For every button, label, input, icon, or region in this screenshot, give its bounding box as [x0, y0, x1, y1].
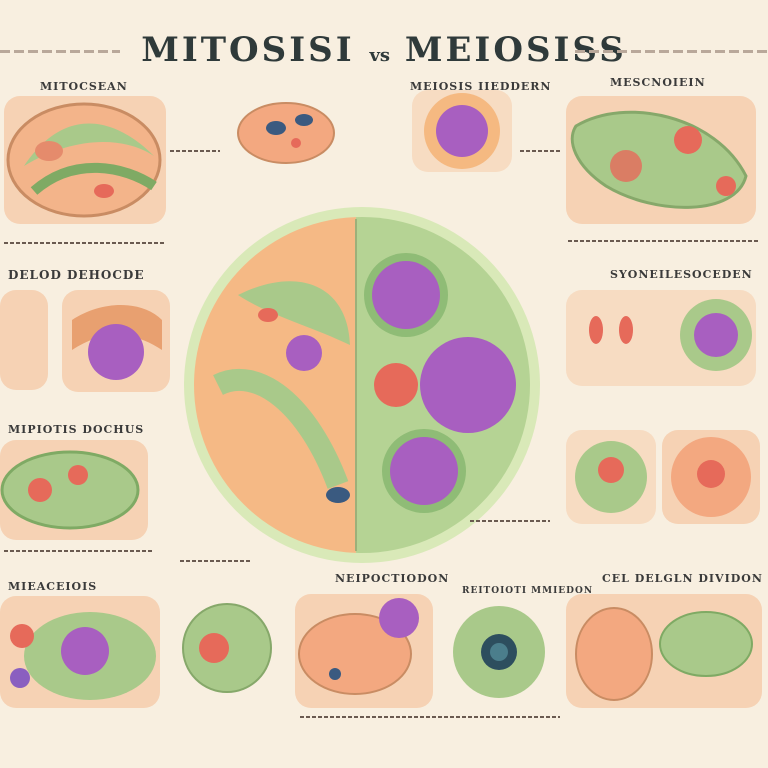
bottom-left-cell-illustration	[10, 612, 156, 700]
section-heading-mid-left: DELOD DEHOCDE	[8, 268, 145, 282]
panel-edge-cell	[0, 290, 48, 390]
panel-bottom-right-cells	[566, 594, 762, 708]
mitosis-cell-illustration	[6, 102, 162, 218]
bottom-eye-cell-illustration	[453, 606, 545, 698]
section-heading-mid-right: SYONEILESOCEDEN	[610, 268, 753, 281]
panel-bottom-eye-cell	[447, 600, 557, 704]
panel-spindle-cells	[566, 290, 756, 386]
caption-line	[4, 550, 152, 552]
panel-bottom-left-cell	[0, 596, 160, 708]
bottom-green-cell-illustration	[182, 603, 272, 693]
title-rule-right	[575, 50, 768, 53]
caption-line	[4, 242, 164, 244]
title-left: MITOSISI	[141, 30, 355, 70]
caption-line	[170, 150, 220, 152]
section-heading-top-left: MITOCSEAN	[40, 80, 128, 93]
purple-cell-left-illustration	[72, 305, 162, 380]
panel-green-cell	[0, 440, 148, 540]
green-nucleus-cell-illustration	[575, 441, 647, 513]
title-vs: vs	[369, 45, 391, 66]
section-heading-top-mid: MEIOSIS IIEDDERN	[410, 80, 552, 93]
central-cell	[178, 205, 560, 565]
title-rule-left	[0, 50, 120, 53]
caption-line	[180, 560, 250, 562]
section-heading-top-right: MESCNOIEIN	[610, 76, 706, 89]
caption-line	[520, 150, 560, 152]
panel-bottom-mid-cell	[295, 594, 433, 708]
green-cell-illustration	[0, 450, 140, 530]
caption-line	[470, 520, 550, 522]
panel-purple-cell	[412, 90, 512, 172]
panel-green-nucleus-cell	[566, 430, 656, 524]
central-cell-illustration	[184, 207, 540, 563]
bottom-right-cells-illustration	[575, 607, 753, 701]
section-heading-mid-left2: MIPIOTIS DOCHUS	[8, 423, 145, 436]
bottom-mid-cell-illustration	[298, 598, 419, 695]
purple-cell-illustration	[424, 93, 500, 169]
panel-purple-cell-left	[62, 290, 170, 392]
section-heading-bottom-mid2: REITOIOTI MMIEDON	[462, 586, 594, 596]
spindle-cells-illustration	[589, 299, 752, 371]
page-title: MITOSISI vs MEIOSISS	[0, 30, 768, 70]
panel-orange-nucleus-cell	[662, 430, 760, 524]
panel-meiosis-cell	[566, 96, 756, 224]
caption-line	[300, 716, 560, 718]
panel-mitosis-cell	[4, 96, 166, 224]
caption-line	[568, 240, 758, 242]
orange-nucleus-cell-illustration	[671, 437, 751, 517]
section-heading-bottom-mid: NEIPOCTIODON	[335, 572, 450, 585]
meiosis-cell-illustration	[570, 110, 748, 209]
panel-bottom-green-cell	[178, 600, 276, 696]
small-cell-illustration	[237, 102, 335, 164]
section-heading-bottom-left: MIEACEIOIS	[8, 580, 98, 593]
panel-small-cell	[236, 98, 336, 168]
section-heading-bottom-right: CEL DELGLN DIVIDON	[602, 572, 763, 585]
